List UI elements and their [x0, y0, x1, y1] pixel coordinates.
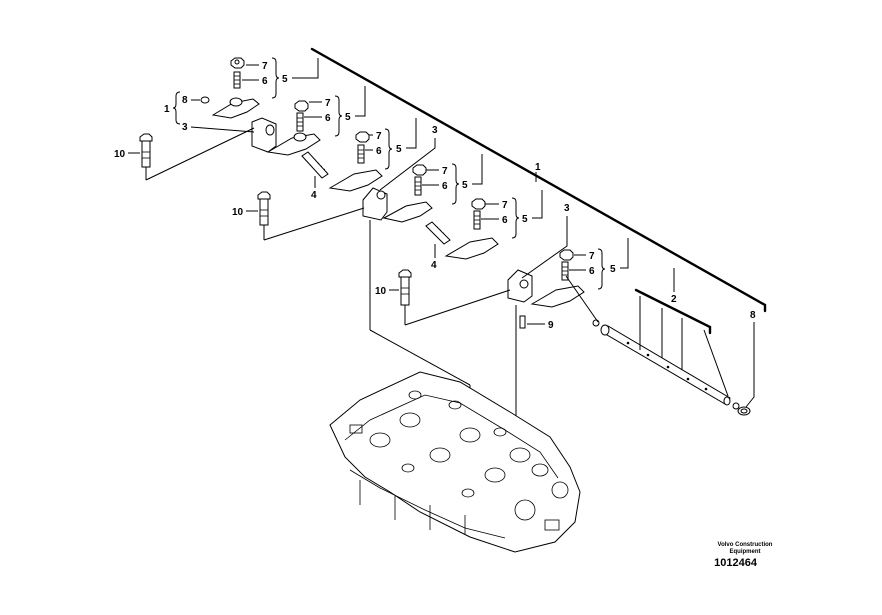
callout-8: 8	[750, 310, 756, 321]
rocker-shaft	[592, 296, 751, 416]
callout-2: 2	[671, 294, 677, 305]
callout-8: 8	[182, 95, 188, 106]
callout-3: 3	[432, 125, 438, 136]
callout-6: 6	[589, 266, 595, 277]
callout-7: 7	[442, 166, 448, 177]
assembly-bracket-line	[310, 47, 767, 313]
callout-5: 5	[282, 74, 288, 85]
callout-5: 5	[522, 214, 528, 225]
callout-1: 1	[164, 104, 170, 115]
assembly-leader-lines	[369, 220, 599, 425]
callout-10: 10	[232, 207, 244, 218]
callout-5: 5	[462, 180, 468, 191]
callout-4: 4	[311, 190, 317, 201]
callout-7: 7	[262, 61, 268, 72]
rocker-group-a	[139, 57, 383, 192]
callout-6: 6	[325, 113, 331, 124]
callout-6: 6	[442, 181, 448, 192]
drawing-number: 1012464	[714, 557, 757, 569]
callout-6: 6	[376, 146, 382, 157]
rocker-group-b	[257, 164, 499, 260]
callout-1: 1	[535, 162, 541, 173]
callout-4: 4	[431, 260, 437, 271]
callout-7: 7	[589, 251, 595, 262]
callout-7: 7	[502, 200, 508, 211]
shaft-bracket-line	[634, 288, 712, 335]
rocker-group-c	[398, 249, 585, 329]
callout-7: 7	[376, 131, 382, 142]
callout-7: 7	[325, 98, 331, 109]
callout-10: 10	[375, 286, 387, 297]
callout-9: 9	[548, 320, 554, 331]
callout-3: 3	[564, 203, 570, 214]
callout-5: 5	[610, 264, 616, 275]
callout-3: 3	[182, 122, 188, 133]
callout-6: 6	[262, 76, 268, 87]
cylinder-head	[329, 371, 581, 553]
callout-5: 5	[396, 144, 402, 155]
manufacturer-label: Volvo Construction Equipment	[705, 542, 785, 556]
callout-10: 10	[114, 149, 126, 160]
manufacturer-line-1: Volvo Construction	[717, 542, 773, 548]
callout-labels: 7 6 5 8 3 1 10 7 6 5 4 7 6 5 3 10	[114, 57, 756, 408]
callout-5: 5	[345, 112, 351, 123]
manufacturer-line-2: Equipment	[729, 549, 761, 555]
callout-6: 6	[502, 215, 508, 226]
